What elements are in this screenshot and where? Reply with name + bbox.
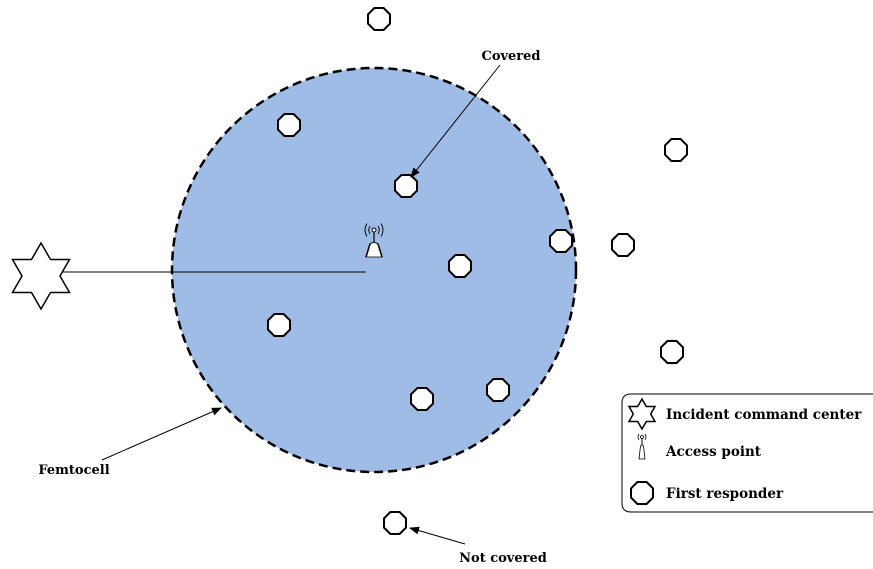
access-point-icon xyxy=(364,223,384,258)
legend-box xyxy=(621,393,873,513)
incident-command-center-star-icon xyxy=(11,241,71,311)
covered-label: Covered xyxy=(481,49,540,64)
first-responder-icon xyxy=(394,174,418,198)
first-responder-icon xyxy=(664,138,688,162)
femtocell-arrow xyxy=(101,407,222,461)
first-responder-icon xyxy=(367,7,391,31)
legend-octagon-icon xyxy=(630,481,654,505)
covered-arrow xyxy=(410,64,501,178)
legend-item-incident-command-center: Incident command center xyxy=(666,407,862,423)
legend: Incident command center Access point Fir… xyxy=(621,393,873,513)
femtocell-coverage-area xyxy=(170,66,578,474)
first-responder-icon xyxy=(410,387,434,411)
legend-item-first-responder: First responder xyxy=(666,486,784,502)
legend-item-access-point: Access point xyxy=(665,444,762,460)
first-responder-icon xyxy=(383,511,407,535)
first-responder-icon xyxy=(660,340,684,364)
first-responder-icon xyxy=(448,254,472,278)
first-responder-icon xyxy=(486,378,510,402)
legend-access-point-icon xyxy=(637,433,647,460)
first-responder-icon xyxy=(611,233,635,257)
first-responder-icon xyxy=(277,113,301,137)
not-covered-arrow xyxy=(409,526,466,545)
not-covered-label: Not covered xyxy=(459,551,547,566)
legend-star-icon xyxy=(627,397,657,431)
first-responder-icon xyxy=(267,313,291,337)
first-responder-icon xyxy=(549,229,573,253)
femtocell-label: Femtocell xyxy=(38,463,109,478)
